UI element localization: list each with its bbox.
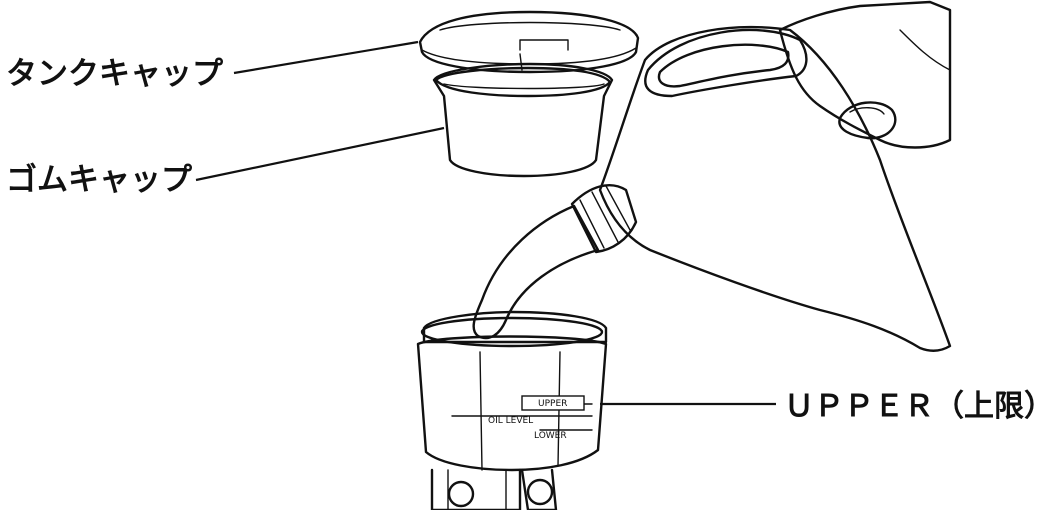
rubber-cap-label: ゴムキャップ bbox=[6, 162, 193, 198]
bolt-right bbox=[528, 480, 552, 504]
oil-jug bbox=[474, 27, 950, 351]
upper-limit-label: ＵＰＰＥＲ（上限） bbox=[784, 389, 1043, 424]
upper-marking: UPPER bbox=[538, 399, 567, 409]
oil-level-marking: OIL LEVEL bbox=[488, 416, 533, 426]
reservoir: UPPER OIL LEVEL LOWER bbox=[418, 312, 606, 470]
rubber-cap-leader bbox=[196, 128, 444, 180]
bolt-left bbox=[449, 482, 473, 506]
tank-cap-leader bbox=[234, 42, 418, 73]
tank-cap-label: タンクキャップ bbox=[6, 56, 224, 92]
lower-marking: LOWER bbox=[534, 431, 567, 441]
mounting-bracket bbox=[432, 470, 556, 510]
